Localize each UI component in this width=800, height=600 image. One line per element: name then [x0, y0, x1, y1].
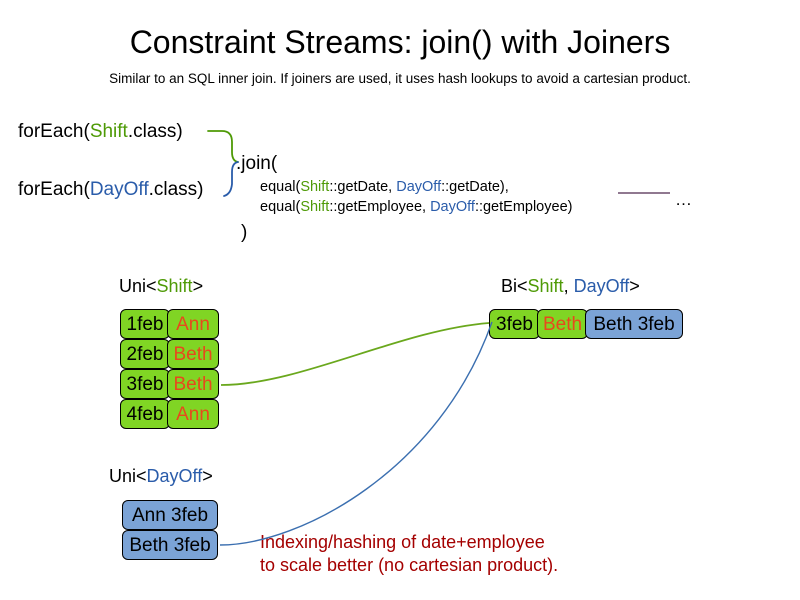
dayoff-tuple-row: Beth 3feb	[122, 530, 218, 560]
shift-employee-text: Beth	[173, 343, 213, 365]
more-ellipsis: …	[675, 190, 693, 209]
wire-dayoff-fact-to-bi	[219, 321, 493, 546]
caption-bi-prefix: Bi<	[501, 276, 528, 296]
shift-date-cell: 2feb	[120, 339, 170, 369]
code-foreach-dayoff-type: DayOff	[89, 179, 149, 200]
caption-uni-shift-suffix: >	[192, 276, 204, 296]
dayoff-cell: Beth 3feb	[122, 530, 218, 560]
joiner-2-right-member: ::getEmployee)	[474, 199, 573, 215]
joiner-1-right-member: ::getDate),	[441, 179, 509, 195]
shift-employee-cell: Beth	[167, 369, 219, 399]
joiner-2-left-type: Shift	[300, 199, 330, 215]
code-foreach-dayoff-prefix: forEach(	[18, 179, 90, 200]
bi-dayoff-cell: Beth 3feb	[585, 309, 683, 339]
shift-tuple-row: 4feb Ann	[120, 399, 219, 429]
caption-uni-dayoff-type: DayOff	[146, 466, 203, 486]
joiner-1-left-type: Shift	[300, 179, 330, 195]
caption-uni-shift-prefix: Uni<	[119, 276, 157, 296]
code-foreach-dayoff: forEach(DayOff.class)	[18, 178, 204, 202]
joiner-1-left-member: ::getDate,	[329, 179, 397, 195]
shift-employee-text: Ann	[176, 313, 210, 335]
caption-uni-dayoff-prefix: Uni<	[109, 466, 147, 486]
shift-employee-cell: Ann	[167, 399, 219, 429]
joiner-2-left-member: ::getEmployee,	[329, 199, 431, 215]
shift-employee-cell: Beth	[167, 339, 219, 369]
code-foreach-shift-suffix: .class)	[127, 121, 183, 142]
caption-bi-shift-dayoff: Bi<Shift, DayOff>	[501, 275, 640, 297]
shift-date-cell: 3feb	[120, 369, 170, 399]
shift-tuple-row: 3feb Beth	[120, 369, 219, 399]
code-foreach-shift-type: Shift	[89, 121, 128, 142]
code-join-close: )	[241, 222, 248, 243]
shift-employee-text: Beth	[173, 373, 213, 395]
shift-tuple-row: 1feb Ann	[120, 309, 219, 339]
page-subtitle: Similar to an SQL inner join. If joiners…	[109, 71, 691, 86]
code-joiner-line-1: equal(Shift::getDate, DayOff::getDate),	[260, 178, 509, 196]
joiner-1-right-type: DayOff	[396, 179, 442, 195]
shift-date-cell: 1feb	[120, 309, 170, 339]
joiner-1-fn: equal(	[260, 179, 301, 195]
bi-employee-text: Beth	[542, 313, 583, 335]
note-indexing: Indexing/hashing of date+employee to sca…	[260, 531, 558, 577]
caption-uni-shift-type: Shift	[156, 276, 193, 296]
joiner-2-fn: equal(	[260, 199, 301, 215]
caption-bi-suffix: >	[629, 276, 640, 296]
caption-uni-shift: Uni<Shift>	[119, 275, 203, 297]
caption-uni-dayoff-suffix: >	[202, 466, 213, 486]
code-join-open: .join(	[236, 153, 278, 174]
caption-bi-type-a: Shift	[527, 276, 564, 296]
shift-employee-text: Ann	[176, 403, 210, 425]
shift-tuple-row: 2feb Beth	[120, 339, 219, 369]
wire-shift-fact-to-bi	[220, 322, 490, 386]
note-line-2: to scale better (no cartesian product).	[260, 555, 559, 575]
code-foreach-shift: forEach(Shift.class)	[18, 120, 183, 144]
caption-uni-dayoff: Uni<DayOff>	[109, 465, 213, 487]
shift-date-cell: 4feb	[120, 399, 170, 429]
joiner-2-right-type: DayOff	[430, 199, 475, 215]
bi-date-cell: 3feb	[489, 309, 540, 339]
note-line-1: Indexing/hashing of date+employee	[260, 532, 545, 552]
wire-shift-to-join	[207, 130, 239, 163]
code-foreach-shift-prefix: forEach(	[18, 121, 90, 142]
caption-bi-sep: ,	[563, 276, 574, 296]
shift-employee-cell: Ann	[167, 309, 219, 339]
bi-employee-cell: Beth	[537, 309, 588, 339]
page-title: Constraint Streams: join() with Joiners	[129, 24, 671, 60]
code-joiner-line-2: equal(Shift::getEmployee, DayOff::getEmp…	[260, 198, 572, 216]
dayoff-cell: Ann 3feb	[122, 500, 218, 530]
dayoff-tuple-row: Ann 3feb	[122, 500, 218, 530]
bi-tuple-row: 3feb Beth Beth 3feb	[489, 309, 683, 339]
code-foreach-dayoff-suffix: .class)	[148, 179, 204, 200]
caption-bi-type-b: DayOff	[573, 276, 630, 296]
